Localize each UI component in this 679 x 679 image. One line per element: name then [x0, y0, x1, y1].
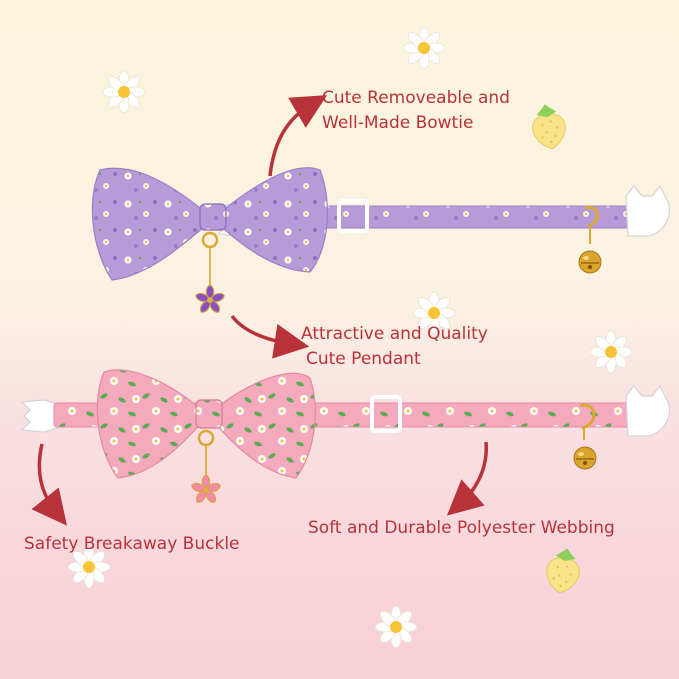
callout-pendant-line1: Attractive and Quality: [301, 324, 488, 344]
arrow-icon: [446, 441, 488, 516]
pink-collar: [20, 369, 670, 505]
callout-bowtie-line1: Cute Removeable and: [322, 88, 510, 108]
daisy-icon: [374, 605, 418, 649]
buckle-icon: [625, 384, 670, 437]
bell-icon: [573, 446, 597, 470]
daisy-icon: [402, 26, 446, 70]
sakura-pendant-icon: [194, 284, 226, 315]
callout-buckle: Safety Breakaway Buckle: [24, 534, 240, 554]
callout-bowtie-line2: Well-Made Bowtie: [322, 113, 474, 133]
purple-bowtie: [91, 167, 328, 281]
strawberry-icon: [542, 545, 584, 597]
callout-webbing: Soft and Durable Polyester Webbing: [308, 518, 615, 538]
daisy-icon: [102, 70, 146, 114]
callout-pendant: Attractive and Quality Cute Pendant: [301, 322, 488, 372]
strawberry-icon: [528, 101, 570, 153]
callout-pendant-line2: Cute Pendant: [306, 349, 421, 369]
arrow-icon: [31, 443, 67, 526]
buckle-icon: [625, 184, 670, 237]
pink-bowtie: [96, 369, 316, 479]
sakura-pendant-icon: [190, 474, 222, 505]
arrow-icon: [230, 314, 310, 359]
callout-bowtie: Cute Removeable and Well-Made Bowtie: [322, 86, 510, 136]
daisy-icon: [589, 330, 633, 374]
bell-icon: [578, 250, 602, 274]
purple-collar: [91, 167, 670, 315]
arrow-icon: [268, 95, 328, 177]
buckle-icon: [20, 399, 59, 433]
